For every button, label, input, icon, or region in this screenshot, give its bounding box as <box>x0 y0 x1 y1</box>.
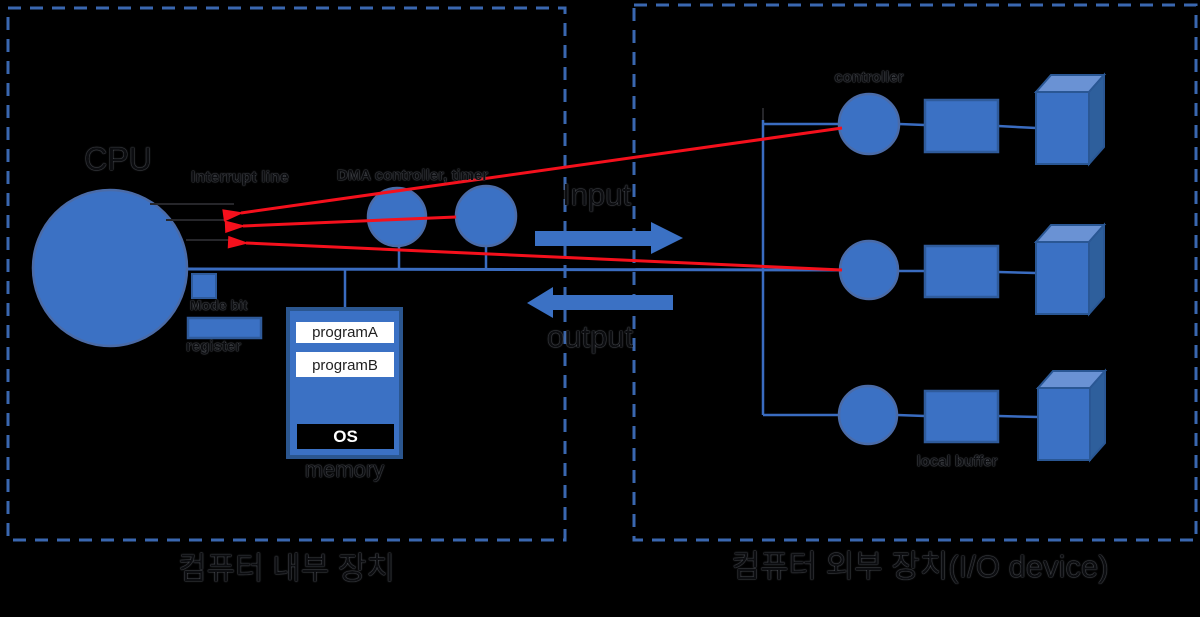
system-bus-line <box>183 267 842 272</box>
local-buffer-label: local buffer <box>916 453 998 470</box>
register-label: register <box>186 338 242 355</box>
cpu-circle <box>31 188 189 348</box>
external-devices-caption: 컴퓨터 외부 장치(I/O device) <box>731 549 1109 584</box>
local-buffer-box-2 <box>1033 222 1107 317</box>
os-label: OS <box>333 427 358 446</box>
input-label: Input <box>562 177 631 212</box>
register-box <box>186 316 263 340</box>
timer-circle <box>454 184 518 248</box>
internal-devices-panel-border <box>6 6 567 542</box>
os-row <box>297 424 394 449</box>
red-interrupt-arrow-1 <box>222 126 843 222</box>
interrupt-line-label: Interrupt line <box>191 169 289 186</box>
cpu-label: CPU <box>84 141 152 177</box>
controller-label: controller <box>834 69 904 86</box>
device-row-3 <box>837 368 1108 463</box>
red-interrupt-arrow-3 <box>227 235 843 272</box>
internal-devices-caption: 컴퓨터 내부 장치 <box>178 551 395 586</box>
program-a-label: programA <box>312 324 378 341</box>
interrupt-lines <box>150 203 236 241</box>
device-row-2 <box>838 222 1107 317</box>
external-devices-panel-border <box>632 3 1198 542</box>
controller-circle-2 <box>838 239 900 301</box>
interrupt-request-arrows <box>222 126 843 272</box>
device-row-1 <box>837 72 1107 167</box>
output-label: output <box>547 319 634 354</box>
input-arrow <box>535 222 683 254</box>
red-interrupt-arrow-2 <box>224 215 457 234</box>
program-a-row <box>296 322 394 343</box>
device-square-2 <box>923 244 1000 299</box>
program-b-row <box>296 352 394 377</box>
device-square-3 <box>923 389 1000 444</box>
device-square-1 <box>923 98 1000 154</box>
controller-circle-1 <box>837 92 901 156</box>
output-arrow <box>527 287 673 318</box>
memory-label: memory <box>304 457 385 482</box>
program-b-label: programB <box>312 357 378 374</box>
mode-bit-box <box>191 273 217 299</box>
local-buffer-box-3 <box>1035 368 1108 463</box>
controller-circle-3 <box>837 384 899 446</box>
dma-controller-label: DMA controller, timer <box>337 167 489 184</box>
dma-controller-circle <box>366 186 428 248</box>
local-buffer-box-1 <box>1033 72 1107 167</box>
mode-bit-label: Mode bit <box>190 297 248 313</box>
